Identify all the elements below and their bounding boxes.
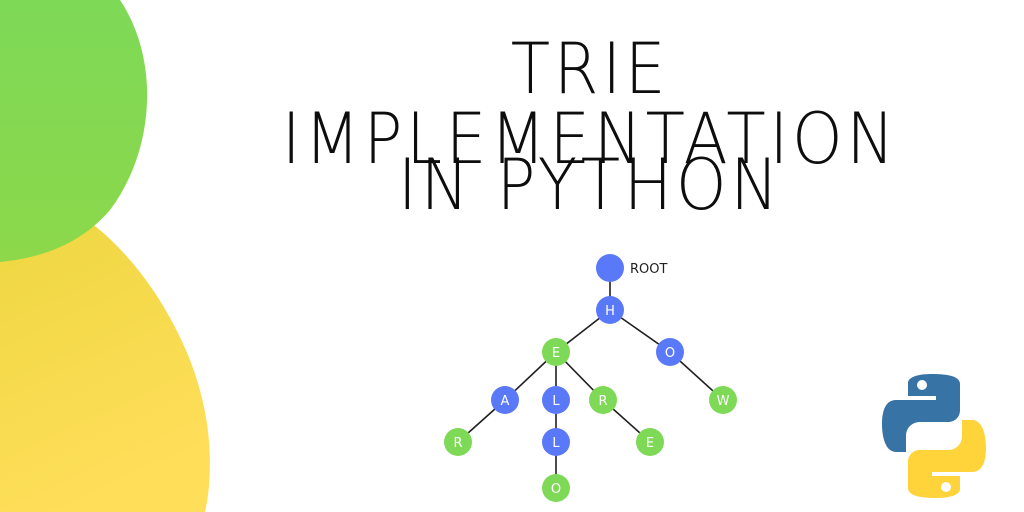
- trie-node-r1: [589, 386, 617, 414]
- trie-node-root: [596, 254, 624, 282]
- trie-node-l2: [542, 428, 570, 456]
- trie-edges: [457, 268, 724, 488]
- python-logo-yellow-eye: [941, 482, 951, 492]
- title-line-1: TRIE IMPLEMENTATION: [281, 28, 899, 180]
- trie-node-label-l1: L: [552, 394, 560, 409]
- trie-node-label-h: H: [605, 304, 615, 319]
- trie-node-r2: [444, 428, 472, 456]
- yellow-blob: [0, 189, 210, 512]
- python-logo-icon: [882, 374, 986, 498]
- title-line-2: IN PYTHON: [397, 144, 783, 226]
- trie-nodes: H E O A L R W R L E O: [444, 254, 737, 502]
- root-label: ROOT: [630, 262, 667, 277]
- trie-node-label-l2: L: [552, 436, 560, 451]
- python-logo-yellow-snake: [908, 420, 986, 498]
- trie-node-label-a: A: [501, 394, 510, 409]
- trie-node-l1: [542, 386, 570, 414]
- trie-node-label-e2: E: [646, 436, 654, 451]
- trie-node-w: [709, 386, 737, 414]
- trie-node-label-o1: O: [665, 346, 675, 361]
- trie-node-a: [491, 386, 519, 414]
- trie-node-label-r1: R: [598, 394, 607, 409]
- trie-node-o1: [656, 338, 684, 366]
- trie-node-e: [542, 338, 570, 366]
- trie-node-h: [596, 296, 624, 324]
- green-blob: [0, 0, 148, 262]
- trie-node-e2: [636, 428, 664, 456]
- trie-node-o2: [542, 474, 570, 502]
- python-logo-blue-eye: [917, 380, 927, 390]
- trie-node-label-w: W: [717, 394, 730, 409]
- trie-node-label-r2: R: [453, 436, 462, 451]
- trie-node-label-o2: O: [551, 482, 561, 497]
- trie-node-label-e: E: [552, 346, 560, 361]
- python-logo-blue-snake: [882, 374, 960, 452]
